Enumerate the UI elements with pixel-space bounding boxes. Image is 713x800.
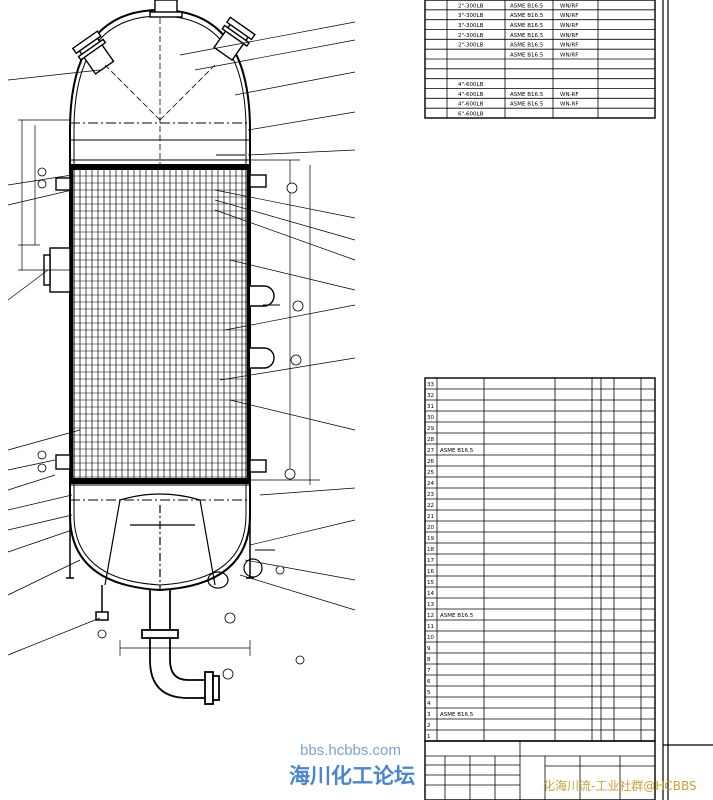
parts-list-cell: 2 — [427, 723, 431, 729]
nozzle-table — [424, 0, 656, 119]
parts-list-cell: 1 — [427, 734, 431, 740]
parts-list-cell: 16 — [427, 569, 434, 575]
watermark-url[interactable]: bbs.hcbbs.com — [300, 742, 401, 759]
leader-lines — [7, 21, 356, 656]
parts-list-cell: 20 — [427, 525, 434, 531]
drawing-frame — [662, 0, 713, 800]
parts-list-cell: 14 — [427, 591, 434, 597]
parts-list-cell: 10 — [427, 635, 434, 641]
top-nozzles — [71, 0, 256, 75]
parts-list-cell: 15 — [427, 580, 434, 586]
nozzle-table-cell: ASME B16.5 — [510, 13, 544, 19]
nozzle-table-cell: WN/RF — [560, 53, 578, 59]
parts-list-table — [424, 377, 656, 742]
nozzle-table-cell: ASME B16.5 — [510, 102, 544, 108]
parts-list-cell: 26 — [427, 459, 434, 465]
title-block — [424, 740, 656, 800]
parts-list-cell: 7 — [427, 668, 431, 674]
parts-list-cell: 17 — [427, 558, 434, 564]
nozzle-table-cell: 4"-600LB — [458, 92, 484, 98]
parts-list-cell: 33 — [427, 382, 434, 388]
parts-list-cell: 18 — [427, 547, 434, 553]
nozzle-table-cell: 3"-300LB — [458, 13, 484, 19]
nozzle-table-cell: WN-RF — [560, 92, 579, 98]
parts-list-cell: 3 — [427, 712, 431, 718]
parts-list-cell: ASME B16.5 — [440, 712, 474, 718]
parts-list-cell: 4 — [427, 701, 431, 707]
parts-list-cell: 32 — [427, 393, 434, 399]
bottom-internals — [104, 493, 263, 590]
nozzle-table-cell: 4"-600LB — [458, 102, 484, 108]
parts-list-cell: 5 — [427, 690, 431, 696]
tube-bundle — [71, 164, 249, 484]
parts-list-cell: 31 — [427, 404, 434, 410]
nozzle-table-cell: WN/RF — [560, 33, 578, 39]
parts-list-cell: 12 — [427, 613, 434, 619]
parts-list-cell: 13 — [427, 602, 434, 608]
nozzle-table-cell: WN-RF — [560, 102, 579, 108]
nozzle-table-cell: ASME B16.5 — [510, 53, 544, 59]
parts-list-cell: 25 — [427, 470, 434, 476]
parts-list-cell: 30 — [427, 415, 434, 421]
nozzle-table-cell: WN/RF — [560, 43, 578, 49]
watermark-credit: 化海川流-工业社群@HCBBS — [543, 779, 697, 793]
nozzle-table-cell: WN/RF — [560, 3, 578, 9]
dimension-lines — [18, 119, 320, 656]
nozzle-table-cell: 2"-300LB — [458, 33, 484, 39]
outlet-pipe — [141, 590, 220, 705]
nozzle-table-cell: ASME B16.5 — [510, 33, 544, 39]
parts-list-cell: 28 — [427, 437, 434, 443]
nozzle-table-cell: WN/RF — [560, 23, 578, 29]
nozzle-table-cell: ASME B16.5 — [510, 92, 544, 98]
baffles — [72, 165, 248, 483]
parts-list-cell: 29 — [427, 426, 434, 432]
parts-list-cell: 24 — [427, 481, 434, 487]
support-legs — [66, 515, 254, 621]
nozzle-table-cell: WN/RF — [560, 13, 578, 19]
parts-list-cell: ASME B16.5 — [440, 448, 474, 454]
nozzle-table-cell: 2"-300LB — [458, 43, 484, 49]
parts-list-cell: 23 — [427, 492, 434, 498]
parts-list-cell: 19 — [427, 536, 434, 542]
parts-list-cell: 27 — [427, 448, 434, 454]
parts-list-cell: 6 — [427, 679, 431, 685]
parts-list-cell: 8 — [427, 657, 431, 663]
parts-list-cell: 9 — [427, 646, 431, 652]
nozzle-table-cell: 4"-600LB — [458, 82, 484, 88]
nozzle-table-cell: 3"-300LB — [458, 23, 484, 29]
callout-circles — [37, 167, 305, 680]
watermark-forum-name: 海川化工论坛 — [289, 764, 415, 788]
parts-list-cell: ASME B16.5 — [440, 613, 474, 619]
nozzle-table-cell: ASME B16.5 — [510, 23, 544, 29]
parts-list-cell: 21 — [427, 514, 434, 520]
nozzle-table-cell: ASME B16.5 — [510, 3, 544, 9]
parts-list-cell: 11 — [427, 624, 434, 630]
nozzle-table-cell: 6"-600LB — [458, 112, 484, 118]
nozzle-table-cell: ASME B16.5 — [510, 43, 544, 49]
parts-list-cell: 22 — [427, 503, 434, 509]
nozzle-table-cell: 2"-300LB — [458, 3, 484, 9]
